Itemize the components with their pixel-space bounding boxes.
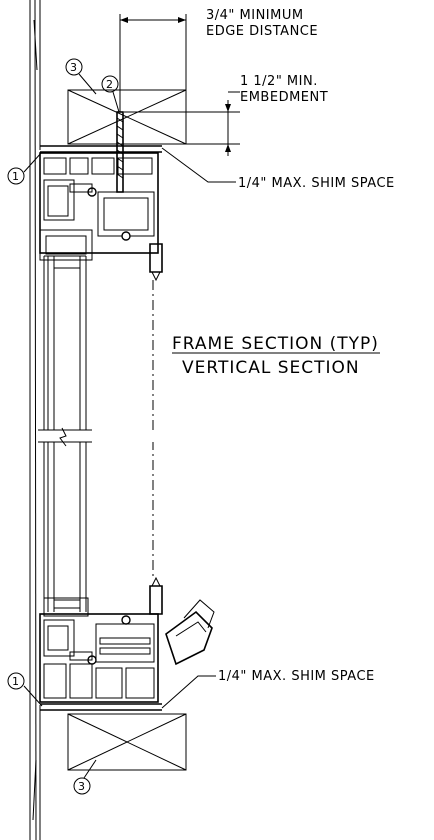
edge-distance-label-2: EDGE DISTANCE [206,24,318,39]
wall-substrate [29,0,41,840]
embedment-label-2: EMBEDMENT [240,90,328,105]
frame-sill-profile [39,576,163,703]
callout-1-bottom-number: 1 [12,675,19,688]
shim-space-bottom [40,703,162,711]
callout-2-top [101,75,120,113]
wood-buck-top [67,89,187,145]
callout-3-top [65,58,97,95]
shim-bottom-leader [161,675,216,709]
callout-3-top-number: 3 [70,61,77,74]
section-subtitle: VERTICAL SECTION [182,358,360,378]
shim-bottom-label: 1/4" MAX. SHIM SPACE [218,669,375,684]
shim-top-label: 1/4" MAX. SHIM SPACE [238,176,395,191]
embedment-dimension [124,91,240,156]
callout-1-bottom [7,672,43,707]
embedment-label-1: 1 1/2" MIN. [240,74,318,89]
callout-2-top-number: 2 [106,78,113,91]
callout-1-top [7,151,43,185]
callout-3-bottom-number: 3 [78,780,85,793]
frame-head-profile [39,152,163,282]
callout-1-top-number: 1 [12,170,19,183]
glass-panel [38,255,92,612]
callout-3-bottom [73,759,97,795]
edge-distance-label-1: 3/4" MINIMUM [206,8,304,23]
section-title: FRAME SECTION (TYP) [172,334,379,354]
shim-top-leader [161,147,236,183]
operator-handle [165,599,215,666]
shim-space-top [40,145,162,153]
reference-centerline [140,280,164,580]
wood-buck-bottom [67,713,187,771]
edge-distance-dimension [119,14,187,112]
